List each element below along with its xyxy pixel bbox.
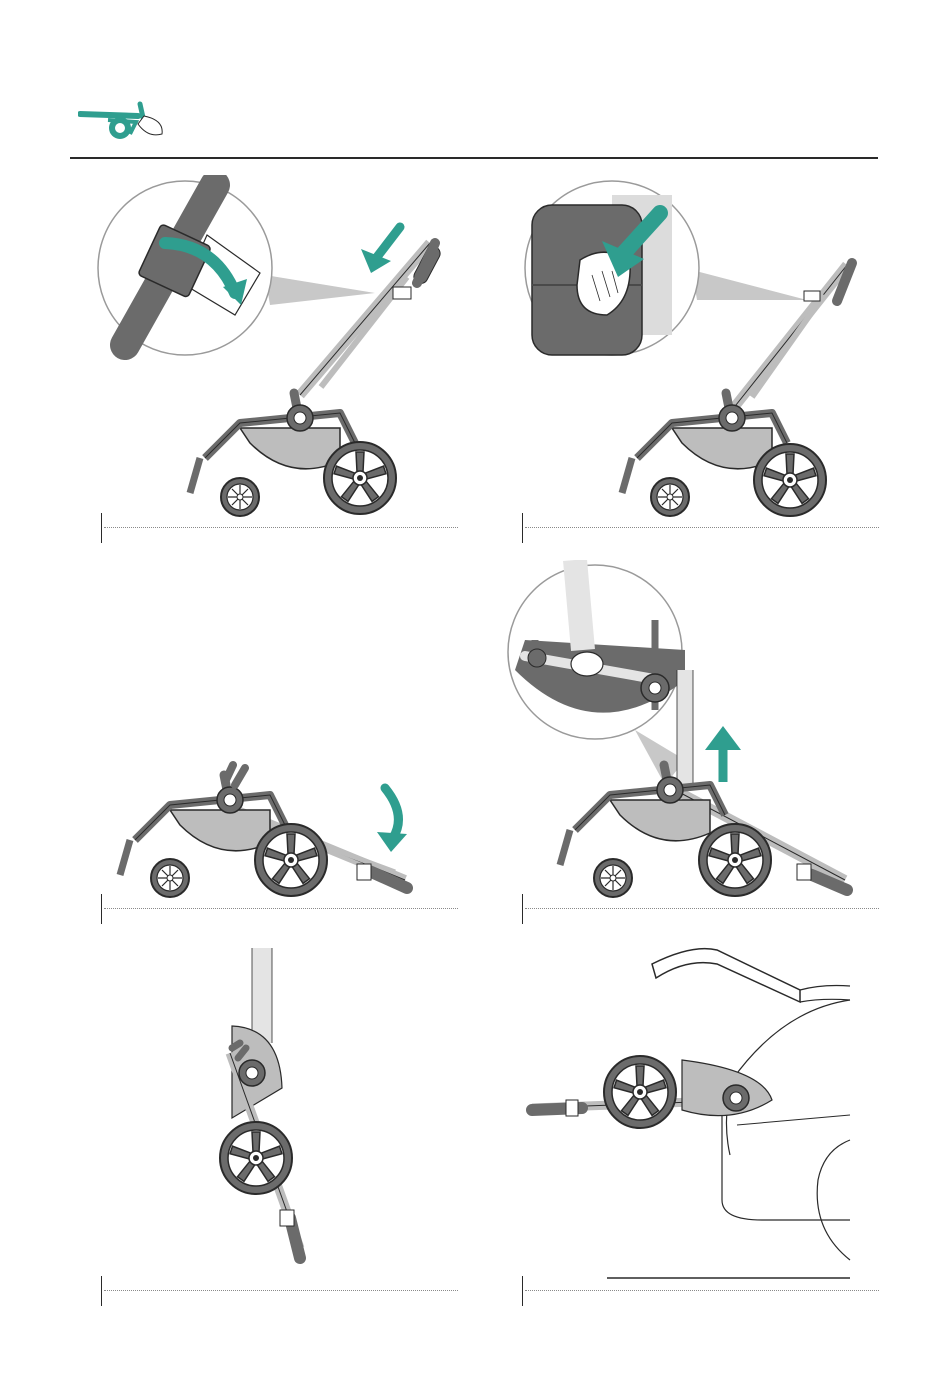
- step-1-caption-line: [104, 527, 458, 528]
- step-2-marker: [522, 513, 523, 543]
- step-4-caption-line: [525, 908, 879, 909]
- step-4-illustration: [505, 560, 875, 905]
- step-6-illustration: [522, 940, 852, 1285]
- step-6-caption-line: [525, 1290, 879, 1291]
- step-3-caption-line: [104, 908, 458, 909]
- step-5-caption-line: [104, 1290, 458, 1291]
- folded-stroller-icon: [220, 948, 300, 1258]
- curved-arrow-down-icon: [377, 788, 407, 852]
- step-6-marker: [522, 1276, 523, 1306]
- step-2-caption-line: [525, 527, 879, 528]
- arrow-up-icon: [705, 726, 741, 782]
- header-divider: [70, 157, 878, 159]
- button-press-detail: [532, 195, 660, 355]
- step-2-illustration: [522, 175, 882, 525]
- step-4-marker: [522, 894, 523, 924]
- step-1-marker: [101, 513, 102, 543]
- step-5-illustration: [210, 948, 330, 1268]
- step-1-illustration: [95, 175, 455, 525]
- step-3-illustration: [95, 740, 455, 910]
- step-5-marker: [101, 1276, 102, 1306]
- step-3-marker: [101, 894, 102, 924]
- arrow-down-left-icon: [361, 227, 400, 273]
- stroller-folded-icon: [78, 100, 168, 149]
